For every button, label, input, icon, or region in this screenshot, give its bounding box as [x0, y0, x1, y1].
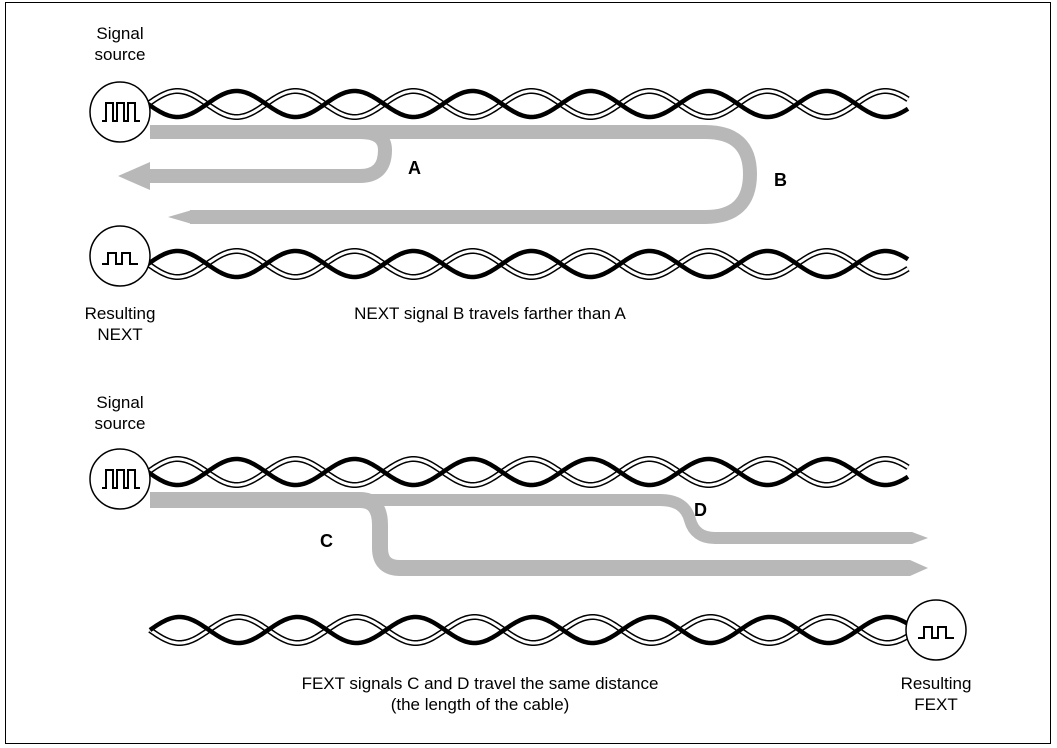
fext-caption-line2: (the length of the cable) [390, 695, 570, 714]
cable-wire-hollow [149, 615, 911, 645]
next-path-b [150, 125, 758, 224]
fext-source-label-line2: source [94, 414, 146, 433]
cable-wire-solid [148, 614, 912, 646]
next-source-label-line1: Signal [96, 24, 144, 43]
cable-wire-hollow [147, 249, 909, 279]
fext-result-icon [905, 599, 967, 661]
next-path-a [118, 125, 392, 190]
fext-caption: FEXT signals C and D travel the same dis… [240, 673, 720, 715]
next-source-cable [146, 88, 910, 120]
cable-wire-hollow [147, 89, 909, 119]
next-result-label-line2: NEXT [97, 325, 143, 344]
fext-result-label: Resulting FEXT [884, 673, 988, 715]
cable-wire-hollow [147, 457, 909, 487]
next-receive-cable [146, 248, 910, 280]
cable-wire-solid [146, 88, 910, 120]
cable-wire-solid [146, 248, 910, 280]
path-b-label: B [774, 170, 787, 190]
fext-result-label-line2: FEXT [914, 695, 958, 714]
path-c-label: C [320, 531, 333, 551]
next-result-icon [89, 225, 151, 287]
fext-source-cable [146, 456, 910, 488]
fext-receive-cable [148, 614, 912, 646]
path-d-label: D [694, 500, 707, 520]
next-caption: NEXT signal B travels farther than A [354, 304, 626, 323]
fext-source-label-line1: Signal [96, 393, 144, 412]
path-a-label: A [408, 158, 421, 178]
fext-caption-line1: FEXT signals C and D travel the same dis… [301, 674, 659, 693]
cable-wire-solid [146, 456, 910, 488]
next-source-label-line2: source [94, 45, 146, 64]
fext-source-icon [89, 448, 151, 510]
fext-source-label: Signal source [77, 392, 163, 434]
next-source-icon [89, 81, 151, 143]
next-result-label: Resulting NEXT [70, 303, 170, 345]
fext-result-label-line1: Resulting [900, 674, 972, 693]
fext-path-d [150, 494, 928, 544]
next-result-label-line1: Resulting [84, 304, 156, 323]
next-source-label: Signal source [77, 23, 163, 65]
